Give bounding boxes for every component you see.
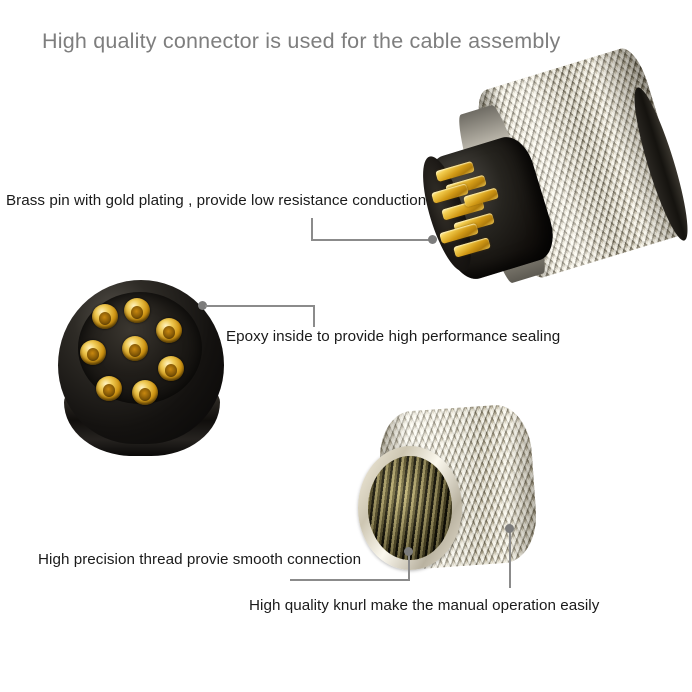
- knurled-cap-image: [352, 402, 548, 576]
- pin-socket: [158, 356, 184, 381]
- pin-socket: [124, 298, 150, 323]
- pin-socket: [96, 376, 122, 401]
- callout-label-brass-pin: Brass pin with gold plating , provide lo…: [6, 192, 427, 209]
- callout-label-knurl: High quality knurl make the manual opera…: [249, 597, 600, 614]
- pin-socket: [156, 318, 182, 343]
- pin-socket: [92, 304, 118, 329]
- callout-label-thread: High precision thread provie smooth conn…: [38, 551, 362, 568]
- connector-plug-image: [413, 44, 692, 286]
- callout-label-epoxy: Epoxy inside to provide high performance…: [226, 328, 561, 345]
- internal-thread: [368, 456, 452, 560]
- connector-face-image: [52, 276, 234, 458]
- pin-socket-center: [122, 336, 148, 361]
- pin-socket: [132, 380, 158, 405]
- page-title: High quality connector is used for the c…: [42, 29, 561, 53]
- pin-socket: [80, 340, 106, 365]
